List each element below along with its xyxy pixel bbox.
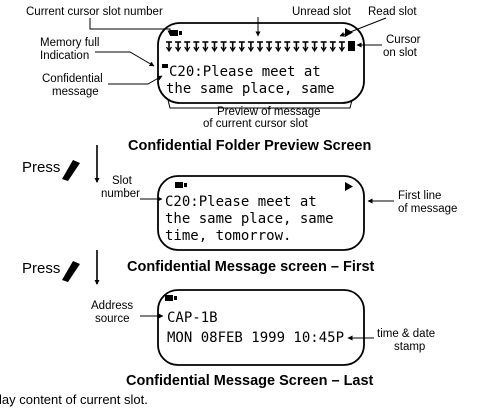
first-line-label-line1: First line	[398, 190, 441, 202]
preview-lcd-line2: the same place, same	[166, 81, 335, 97]
pen-icon	[62, 261, 80, 282]
time-date-label-line2: stamp	[394, 341, 425, 353]
address-source-label-line1: Address	[91, 300, 133, 312]
slot-marker	[247, 41, 254, 53]
slot-marker	[311, 41, 318, 53]
slot-marker	[293, 41, 300, 53]
message-last-lcd-line2: MON 08FEB 1999 10:45P	[167, 330, 344, 346]
unread-slot-label: Unread slot	[292, 6, 352, 18]
confidential-label-line2: message	[52, 86, 99, 98]
press-step-1: Press	[22, 145, 100, 184]
message-first-caption: Confidential Message screen – First	[127, 259, 375, 275]
message-last-lcd-line1: CAP-1B	[167, 310, 218, 326]
slot-marker	[229, 41, 236, 53]
message-first-section: Slot number C20:Please meet at the same …	[101, 175, 457, 275]
preview-screen-caption: Confidential Folder Preview Screen	[128, 138, 371, 154]
slot-marker	[284, 41, 291, 53]
memory-full-indicator	[162, 64, 168, 68]
confidential-label-line1: Confidential	[42, 73, 103, 85]
slot-marker	[193, 41, 200, 53]
message-last-screen-frame	[157, 289, 365, 366]
slot-marker	[302, 41, 309, 53]
mail-icon	[175, 182, 187, 188]
read-slot-leader	[339, 17, 387, 37]
address-source-label-line2: source	[95, 313, 130, 325]
first-line-label-line2: of message	[398, 203, 457, 215]
slot-number-leader	[89, 18, 173, 36]
slot-marker	[275, 41, 282, 53]
slot-marker	[320, 41, 327, 53]
folder-preview-section: Current cursor slot number Unread slot R…	[26, 6, 421, 154]
message-first-screen-frame	[157, 175, 365, 251]
mail-icon	[170, 30, 182, 36]
memory-full-label-line2: Indication	[40, 50, 89, 62]
slot-marker	[202, 41, 209, 53]
slot-number-label-line1: Slot	[112, 175, 133, 187]
slot-cursor-marker	[348, 41, 355, 51]
read-slot-label: Read slot	[368, 6, 417, 18]
pen-icon	[62, 160, 80, 181]
message-first-lcd-line1: C20:Please meet at	[165, 194, 317, 210]
slot-number-label-line2: number	[101, 188, 140, 200]
press-step-2: Press	[22, 250, 100, 286]
slot-marker	[238, 41, 245, 53]
play-indicator-icon	[345, 182, 353, 191]
confidential-leader	[108, 75, 163, 85]
slot-marker	[220, 41, 227, 53]
slot-marker	[211, 41, 218, 53]
slot-marker	[175, 41, 182, 53]
slot-marker	[338, 41, 345, 53]
footer-note: lay content of current slot.	[0, 392, 148, 407]
message-last-caption: Confidential Message Screen – Last	[126, 373, 374, 389]
press-label-1: Press	[22, 159, 60, 176]
slot-marker	[266, 41, 273, 53]
memory-full-label-line1: Memory full	[40, 37, 99, 49]
slot-row	[165, 41, 355, 53]
press-label-2: Press	[22, 260, 60, 277]
message-first-lcd-line3: time, tomorrow.	[165, 228, 291, 244]
preview-label-line1: Preview of message	[217, 106, 321, 118]
preview-screen-frame	[157, 22, 365, 104]
slot-marker	[256, 41, 264, 53]
message-last-section: Address source CAP-1B MON 08FEB 1999 10:…	[91, 289, 435, 389]
preview-label-line2: of current cursor slot	[203, 118, 309, 130]
mail-icon	[165, 295, 177, 301]
preview-lcd-line1: C20:Please meet at	[169, 64, 321, 80]
cursor-label-line2: on slot	[383, 47, 418, 59]
slot-marker	[329, 41, 336, 53]
message-first-lcd-line2: the same place, same	[165, 211, 334, 227]
memory-full-leader	[95, 51, 155, 67]
current-cursor-slot-number-label: Current cursor slot number	[26, 6, 163, 18]
time-date-label-line1: time & date	[377, 328, 435, 340]
slot-marker	[184, 41, 191, 53]
slot-marker	[165, 41, 173, 53]
preview-bracket	[167, 99, 353, 109]
cursor-label-line1: Cursor	[386, 34, 421, 46]
